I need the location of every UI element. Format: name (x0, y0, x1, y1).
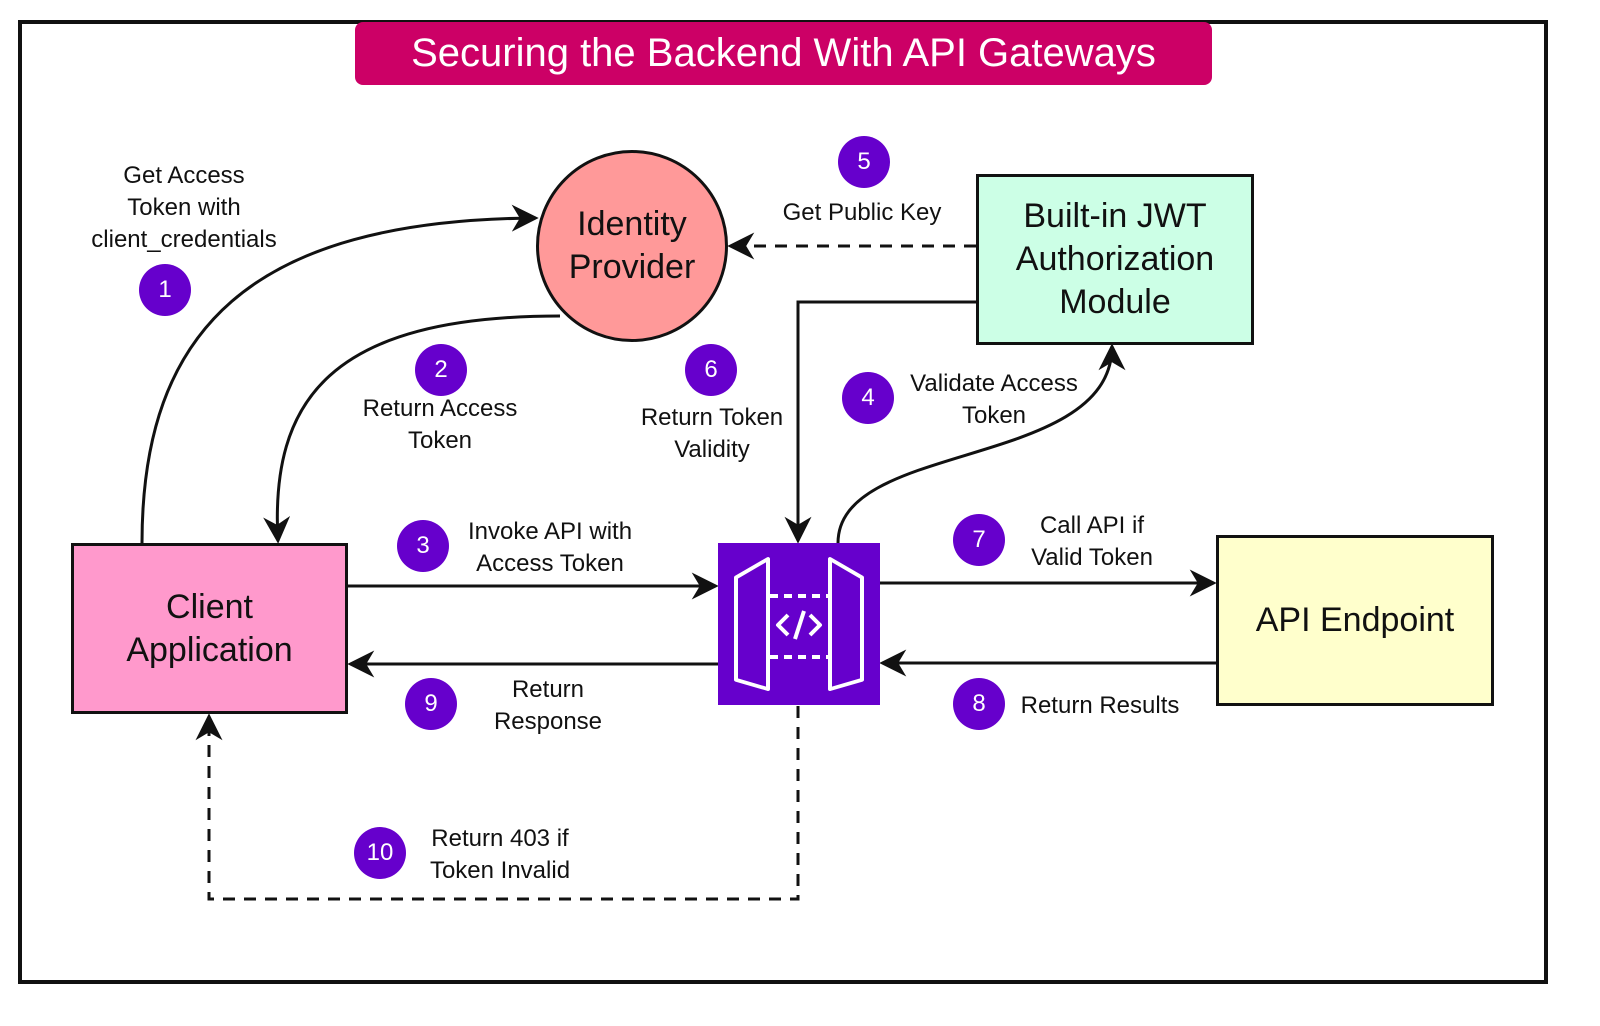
edge-4-validate-token (836, 343, 1126, 544)
step-label-5: Get Public Key (782, 199, 942, 226)
edge-1-get-token (140, 204, 539, 544)
api-gateway-icon (734, 557, 864, 691)
step-badge-1: 1 (139, 264, 191, 316)
api-gateway-node (718, 543, 880, 705)
step-badge-9: 9 (405, 678, 457, 730)
identity-provider-node: Identity Provider (536, 150, 728, 342)
step-badge-7: 7 (953, 514, 1005, 566)
client-application-label: Client Application (126, 587, 293, 669)
step-badge-10: 10 (354, 827, 406, 879)
edge-10-return-403 (195, 706, 800, 901)
jwt-module-label: Built-in JWT Authorization Module (1015, 197, 1215, 321)
jwt-authorization-module-node: Built-in JWT Authorization Module (976, 174, 1254, 345)
step-label-7: Call API if Valid Token (1031, 512, 1153, 571)
step-label-10: Return 403 if Token Invalid (429, 825, 571, 884)
identity-provider-label: Identity Provider (568, 205, 696, 286)
step-label-8: Return Results (1020, 692, 1180, 719)
step-label-6: Return Token Validity (640, 404, 784, 463)
step-label-4: Validate Access Token (910, 370, 1078, 429)
edge-2-return-token (263, 314, 561, 544)
step-badge-8: 8 (953, 678, 1005, 730)
step-label-2: Return Access Token (362, 395, 518, 454)
api-endpoint-node: API Endpoint (1216, 535, 1494, 706)
client-application-node: Client Application (71, 543, 348, 714)
edge-6-return-validity (784, 300, 976, 544)
step-label-1: Get Access Token with client_credentials (91, 162, 277, 253)
diagram-title: Securing the Backend With API Gateways (355, 22, 1212, 85)
step-badge-2: 2 (415, 344, 467, 396)
step-badge-3: 3 (397, 520, 449, 572)
step-badge-5: 5 (838, 136, 890, 188)
api-endpoint-label: API Endpoint (1255, 601, 1455, 639)
step-label-3: Invoke API with Access Token (467, 518, 633, 577)
step-badge-6: 6 (685, 344, 737, 396)
step-badge-4: 4 (842, 372, 894, 424)
step-label-9: Return Response (493, 676, 603, 735)
